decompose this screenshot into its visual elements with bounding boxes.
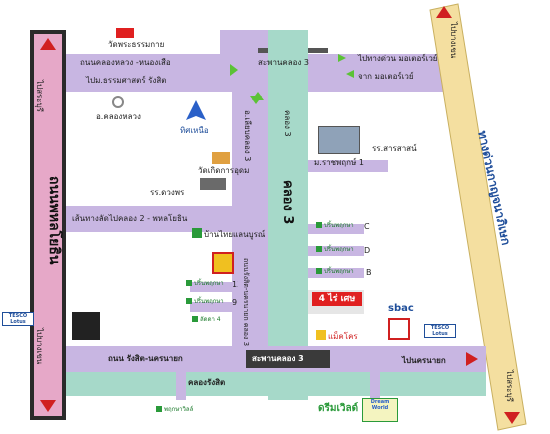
- soi-d-letter: D: [364, 246, 371, 255]
- soi-9-number: 9: [232, 298, 238, 307]
- soi-9: [190, 302, 232, 312]
- bottom-soi-right: [370, 372, 380, 400]
- ban-thai-icon: [192, 228, 202, 238]
- sbac-emblem-icon: [388, 318, 410, 340]
- bridge-3-bottom-label: สะพานคลอง 3: [252, 354, 304, 363]
- ban-thai-label: บ้านไทยแลนบูรณ์: [204, 230, 266, 239]
- khlong-3-canal: [268, 30, 308, 400]
- nakhonnayok-khlong3-vertical-label: ถนนรังสิต-นครนายก คลอง 3: [242, 258, 250, 347]
- khlong-3-road-label: อ.เลียบคลอง 3: [243, 110, 252, 162]
- shop-c-label: ปริ้นพฤกษา: [316, 222, 354, 229]
- soi-ratchaphruek: [308, 160, 388, 172]
- route-arrow-5: [338, 54, 346, 62]
- route-arrow-4: [346, 70, 354, 78]
- ratchaphruek-1-label: ม.ราชพฤกษ์ 1: [314, 158, 364, 167]
- makro-m-logo: [316, 330, 326, 340]
- wat-kert-label: วัดเกิดการอุดม: [198, 166, 250, 175]
- phahonyothin-inner: [34, 34, 62, 416]
- sarasas-building-icon: [318, 126, 360, 154]
- route-arrow-3: [230, 64, 238, 76]
- thammakai-flag-icon: [116, 28, 134, 38]
- dreamworld-thai-label: ดรีมเวิลด์: [318, 403, 359, 414]
- khlong-luang-road-label: ถนนคลองหลวง -หนองเสือ: [80, 58, 171, 67]
- top-junction: [220, 30, 272, 92]
- tesco-left-badge: TESCO Lotus: [2, 312, 34, 326]
- temple-icon: [212, 152, 230, 164]
- south-arrow-left: [40, 400, 56, 412]
- east-arrow: [466, 352, 478, 366]
- tesco-right-badge: TESCO Lotus: [424, 324, 456, 338]
- khlong-3-big-label: คลอง 3: [280, 180, 295, 225]
- makro-label: แม็คโคร: [328, 332, 358, 341]
- expressway-to-bangkhen-label: ไปบางเขน: [449, 22, 458, 59]
- shop-b-label: ปริ้นพฤกษา: [316, 268, 354, 275]
- to-nakhonnayok-label: ไปนครนายก: [402, 356, 446, 365]
- north-arrow-left: [40, 38, 56, 50]
- to-bangkhen-label: ไปบางเขน: [35, 328, 44, 365]
- to-tollway-label: ไปทางด่วน มอเตอร์เวย์: [358, 54, 438, 63]
- bottom-bridge: [246, 350, 330, 368]
- school-roof-icon: [200, 178, 226, 190]
- north-arrow-icon: [186, 100, 206, 120]
- bottom-soi-left: [176, 372, 186, 400]
- dream-world-logo: Dream World: [362, 398, 398, 422]
- rr-duangporn-label: รร.ดวงพร: [150, 188, 185, 197]
- rangsit-nakhonnayok-vertical-sign: [238, 250, 248, 344]
- phahon-shortcut-road: [66, 206, 232, 232]
- soi-b-letter: B: [366, 268, 372, 277]
- bridge-3-top-label: สะพานคลอง 3: [258, 58, 310, 67]
- from-tollway-label: จาก มอเตอร์เวย์: [358, 72, 414, 81]
- north-label: ทิศเหนือ: [180, 126, 209, 135]
- expressway-arrow-top: [436, 6, 452, 18]
- shop-d-label: ปริ้นพฤกษา: [316, 246, 354, 253]
- phruksa-ville-label: พฤกษาวิลล์: [156, 406, 193, 413]
- soi-13-number: 13: [232, 280, 242, 289]
- sbac-label: sbac: [388, 303, 414, 314]
- soi-c: [308, 224, 364, 234]
- to-saraburi-label: ไปสระบุรี: [35, 80, 44, 112]
- c-brand-logo: [212, 252, 234, 274]
- sarasas-label: รร.สารสาสน์: [372, 144, 417, 153]
- shop-13-label: ปริ้นพฤกษา: [186, 280, 224, 287]
- to-thammasat-label: ไปม.ธรรมศาสตร์ รังสิต: [86, 76, 167, 85]
- soi-13: [190, 282, 232, 292]
- expressway-arrow-bottom: [504, 412, 520, 424]
- phahon-link-label: เส้นทางลัดไปคลอง 2 - พหลโยธิน: [72, 214, 188, 223]
- soi-c-letter: C: [364, 222, 370, 231]
- khlong-luang-district-label: อ.คลองหลวง: [96, 112, 141, 121]
- route-arrow-2: [250, 96, 262, 104]
- rangsit-nakhonnayok-label: ถนน รังสิต-นครนายก: [108, 354, 183, 363]
- khlong-rangsit-label: คลองรังสิต: [188, 378, 226, 387]
- kanchanaphisek-expressway: [429, 3, 527, 431]
- wat-phra-thammakai-label: วัดพระธรรมกาย: [108, 40, 165, 49]
- mall-logo: [72, 312, 100, 340]
- ladda-4-label: ลัดดา 4: [192, 316, 221, 323]
- khlong-rangsit-canal: [66, 372, 486, 396]
- expressway-to-saraburi-label: ไปสระบุรี: [505, 370, 514, 402]
- shop-9-label: ปริ้นพฤกษา: [186, 298, 224, 305]
- four-rai-badge: 4 ไร่ เศษ: [312, 292, 362, 306]
- khlong-3-side-label: คลอง 3: [283, 110, 292, 137]
- district-seal-icon: [112, 96, 124, 108]
- right-top-road: [308, 54, 436, 92]
- phahonyothin-label: ถนนพหลโยธิน: [46, 176, 62, 265]
